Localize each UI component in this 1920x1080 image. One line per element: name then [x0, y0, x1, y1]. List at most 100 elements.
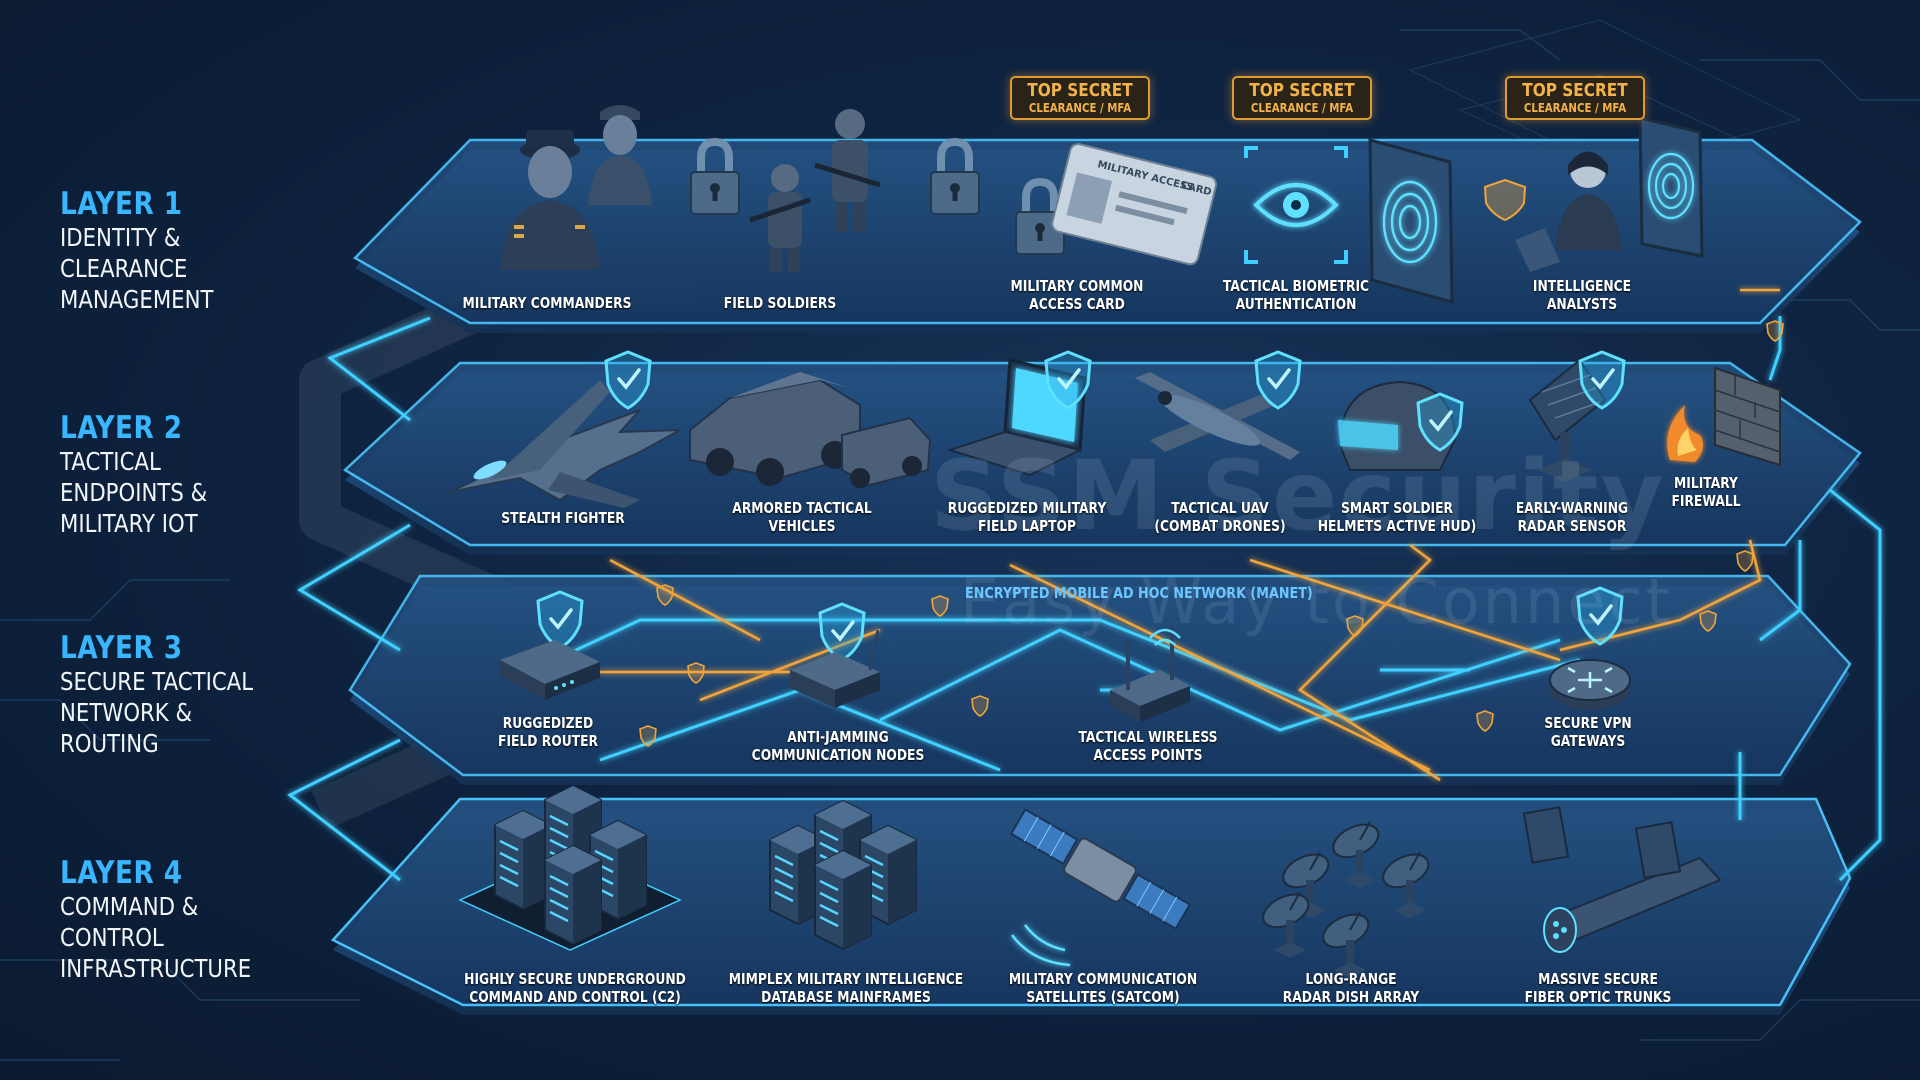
vpn-gateway-icon: [1549, 659, 1631, 710]
label-line: RUGGEDIZED: [502, 714, 594, 732]
label-line: MILITARY COMMON: [1010, 277, 1144, 295]
label-anti-jamming-nodes: ANTI-JAMMING COMMUNICATION NODES: [752, 728, 925, 764]
label-line: ANALYSTS: [1546, 295, 1618, 313]
layer-4-label: LAYER 4 COMMAND & CONTROL INFRASTRUCTURE: [60, 855, 360, 984]
label-line: FIELD LAPTOP: [978, 517, 1076, 535]
label-military-firewall: MILITARY FIREWALL: [1671, 474, 1740, 510]
label-field-laptop: RUGGEDIZED MILITARY FIELD LAPTOP: [948, 499, 1107, 535]
watermark-subtitle: Easy Way to Connect: [960, 565, 1673, 638]
badge-title: TOP SECRET: [1249, 80, 1355, 101]
label-database-mainframes: MIMPLEX MILITARY INTELLIGENCE DATABASE M…: [729, 970, 963, 1006]
layer-2-label: LAYER 2 TACTICAL ENDPOINTS & MILITARY IO…: [60, 410, 360, 539]
label-line: ARMORED TACTICAL: [732, 499, 872, 517]
label-field-router: RUGGEDIZED FIELD ROUTER: [498, 714, 598, 750]
label-line: HIGHLY SECURE UNDERGROUND: [464, 970, 686, 988]
commander-icon: [500, 130, 600, 270]
access-card-icon: MILITARY ACCESS CARD: [1051, 143, 1218, 266]
layer-number: LAYER 2: [60, 410, 183, 446]
manet-label: ENCRYPTED MOBILE AD HOC NETWORK (MANET): [965, 584, 1313, 602]
wireless-access-point-icon: [1110, 625, 1190, 722]
firewall-icon: [1667, 366, 1781, 467]
layer-3-label: LAYER 3 SECURE TACTICAL NETWORK & ROUTIN…: [60, 630, 360, 759]
layer-name: TACTICAL ENDPOINTS & MILITARY IOT: [60, 447, 208, 538]
badge-title: TOP SECRET: [1027, 80, 1133, 101]
label-line: RADAR DISH ARRAY: [1282, 988, 1420, 1006]
label-line: HELMETS ACTIVE HUD): [1317, 517, 1477, 535]
top-secret-badge: TOP SECRET CLEARANCE / MFA: [1505, 76, 1645, 120]
fingerprint-tablet-icon: [1368, 138, 1454, 304]
orange-data-links: [600, 288, 1780, 782]
label-radar-dish-array: LONG-RANGE RADAR DISH ARRAY: [1283, 970, 1419, 1006]
label-line: TACTICAL UAV: [1171, 499, 1269, 517]
label-line: RADAR SENSOR: [1517, 517, 1627, 535]
label-line: COMMAND AND CONTROL (C2): [469, 988, 681, 1006]
label-smart-helmets: SMART SOLDIER HELMETS ACTIVE HUD): [1318, 499, 1477, 535]
label-line: VEHICLES: [768, 517, 836, 535]
badge-subtitle: CLEARANCE / MFA: [1250, 101, 1354, 115]
satellite-icon: [1009, 808, 1192, 967]
label-underground-c2: HIGHLY SECURE UNDERGROUND COMMAND AND CO…: [464, 970, 686, 1006]
badge-title: TOP SECRET: [1522, 80, 1628, 101]
label-line: RUGGEDIZED MILITARY: [947, 499, 1107, 517]
badge-subtitle: CLEARANCE / MFA: [1523, 101, 1627, 115]
label-line: SMART SOLDIER: [1340, 499, 1454, 517]
label-military-commanders: MILITARY COMMANDERS: [462, 294, 632, 312]
label-line: SATELLITES (SATCOM): [1026, 988, 1180, 1006]
analyst-icon: [1483, 151, 1622, 272]
top-secret-badge: TOP SECRET CLEARANCE / MFA: [1010, 76, 1150, 120]
label-wireless-access-points: TACTICAL WIRELESS ACCESS POINTS: [1078, 728, 1217, 764]
label-stealth-fighter: STEALTH FIGHTER: [501, 509, 625, 527]
label-line: TACTICAL WIRELESS: [1078, 728, 1218, 746]
watermark-title: SSM Security: [930, 440, 1666, 552]
label-line: COMMUNICATION NODES: [751, 746, 925, 764]
label-line: FIELD ROUTER: [498, 732, 598, 750]
label-armored-vehicles: ARMORED TACTICAL VEHICLES: [732, 499, 871, 535]
layer-number: LAYER 3: [60, 630, 183, 666]
label-line: MILITARY COMMUNICATION: [1008, 970, 1198, 988]
label-line: MILITARY: [1674, 474, 1738, 492]
badge-subtitle: CLEARANCE / MFA: [1028, 101, 1132, 115]
label-field-soldiers: FIELD SOLDIERS: [723, 294, 837, 312]
layer-1-label: LAYER 1 IDENTITY & CLEARANCE MANAGEMENT: [60, 186, 360, 315]
label-line: FIREWALL: [1671, 492, 1741, 510]
layer-number: LAYER 1: [60, 186, 183, 222]
label-line: GATEWAYS: [1550, 732, 1626, 750]
fiber-optic-trunk-icon: [1522, 806, 1722, 953]
background-circuit-lines: [0, 29, 1920, 1061]
label-line: MIMPLEX MILITARY INTELLIGENCE: [728, 970, 964, 988]
label-tactical-uav: TACTICAL UAV (COMBAT DRONES): [1154, 499, 1285, 535]
top-secret-badge: TOP SECRET CLEARANCE / MFA: [1232, 76, 1372, 120]
label-line: SECURE VPN: [1544, 714, 1632, 732]
phone-fingerprint-icon: [1638, 116, 1704, 258]
field-router-icon: [500, 640, 600, 700]
layer-name: IDENTITY & CLEARANCE MANAGEMENT: [60, 223, 214, 314]
label-line: DATABASE MAINFRAMES: [761, 988, 931, 1006]
label-line: ANTI-JAMMING: [787, 728, 889, 746]
label-vpn-gateways: SECURE VPN GATEWAYS: [1544, 714, 1631, 750]
underground-c2-icon: [458, 784, 682, 951]
label-line: ACCESS CARD: [1029, 295, 1125, 313]
label-line: INTELLIGENCE: [1532, 277, 1632, 295]
label-line: LONG-RANGE: [1305, 970, 1397, 988]
layer-name: SECURE TACTICAL NETWORK & ROUTING: [60, 667, 254, 758]
label-line: TACTICAL BIOMETRIC: [1222, 277, 1370, 295]
label-biometric-auth: TACTICAL BIOMETRIC AUTHENTICATION: [1223, 277, 1369, 313]
label-line: FIBER OPTIC TRUNKS: [1524, 988, 1672, 1006]
label-satcom: MILITARY COMMUNICATION SATELLITES (SATCO…: [1009, 970, 1197, 1006]
label-radar-sensor: EARLY-WARNING RADAR SENSOR: [1516, 499, 1628, 535]
uav-drone-icon: [1135, 372, 1300, 460]
field-soldiers-icon: [749, 109, 881, 272]
label-line: EARLY-WARNING: [1515, 499, 1629, 517]
label-line: AUTHENTICATION: [1235, 295, 1357, 313]
layer-number: LAYER 4: [60, 855, 183, 891]
anti-jamming-node-icon: [790, 629, 880, 708]
layer-name: COMMAND & CONTROL INFRASTRUCTURE: [60, 892, 252, 983]
layer4-platform: [330, 797, 1852, 1015]
soldier-icon: [588, 105, 652, 205]
layer3-platform: [348, 574, 1852, 785]
label-fiber-optic-trunks: MASSIVE SECURE FIBER OPTIC TRUNKS: [1525, 970, 1672, 1006]
label-line: ACCESS POINTS: [1093, 746, 1203, 764]
label-common-access-card: MILITARY COMMON ACCESS CARD: [1011, 277, 1144, 313]
label-intelligence-analysts: INTELLIGENCE ANALYSTS: [1533, 277, 1631, 313]
